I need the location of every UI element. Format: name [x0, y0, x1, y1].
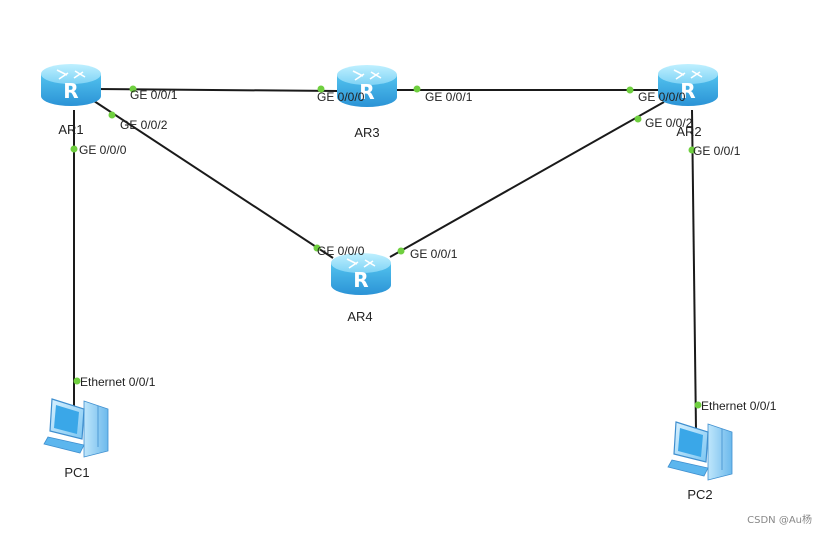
router-ar4[interactable]: [330, 252, 392, 296]
device-label-ar2: AR2: [676, 124, 701, 139]
watermark: CSDN @Au杨: [747, 513, 812, 526]
port-label-ar4-ge000: GE 0/0/0: [317, 244, 365, 258]
port-dot-ar3-ge000: [317, 85, 325, 93]
port-label-ar1-ge002: GE 0/0/2: [120, 118, 168, 132]
port-dot-ar4-ge001: [397, 247, 405, 255]
port-label-ar2-ge000: GE 0/0/0: [638, 90, 686, 104]
port-label-ar1-ge001: GE 0/0/1: [130, 88, 178, 102]
pc-icon: [667, 421, 733, 481]
port-dot-pc1-eth001: [73, 377, 81, 385]
pc-pc2[interactable]: [667, 421, 733, 481]
port-label-ar2-ge001: GE 0/0/1: [693, 144, 741, 158]
pc-pc1[interactable]: [43, 398, 109, 458]
router-icon: [330, 252, 392, 296]
port-label-ar2-ge002: GE 0/0/2: [645, 116, 693, 130]
port-dot-ar1-ge002: [108, 111, 116, 119]
port-label-ar4-ge001: GE 0/0/1: [410, 247, 458, 261]
device-label-pc2: PC2: [687, 487, 712, 502]
port-label-ar3-ge000: GE 0/0/0: [317, 90, 365, 104]
link-ar1-ar4: [93, 100, 334, 259]
port-dot-ar1-ge001: [129, 85, 137, 93]
device-label-ar1: AR1: [58, 122, 83, 137]
router-icon: [40, 63, 102, 107]
port-dot-ar2-ge001: [688, 146, 696, 154]
port-dot-pc2-eth001: [694, 401, 702, 409]
device-label-pc1: PC1: [64, 465, 89, 480]
port-dot-ar4-ge000: [313, 244, 321, 252]
port-label-pc2-eth001: Ethernet 0/0/1: [701, 399, 777, 413]
router-ar1[interactable]: [40, 63, 102, 107]
device-label-ar3: AR3: [354, 125, 379, 140]
port-label-ar1-ge000: GE 0/0/0: [79, 143, 127, 157]
port-dot-ar2-ge000: [626, 86, 634, 94]
port-label-ar3-ge001: GE 0/0/1: [425, 90, 473, 104]
link-ar4-ar2: [389, 101, 665, 258]
port-dot-ar2-ge002: [634, 115, 642, 123]
pc-icon: [43, 398, 109, 458]
port-dot-ar1-ge000: [70, 145, 78, 153]
device-label-ar4: AR4: [347, 309, 372, 324]
port-dot-ar3-ge001: [413, 85, 421, 93]
link-ar2-pc2: [691, 109, 697, 431]
port-label-pc1-eth001: Ethernet 0/0/1: [80, 375, 156, 389]
